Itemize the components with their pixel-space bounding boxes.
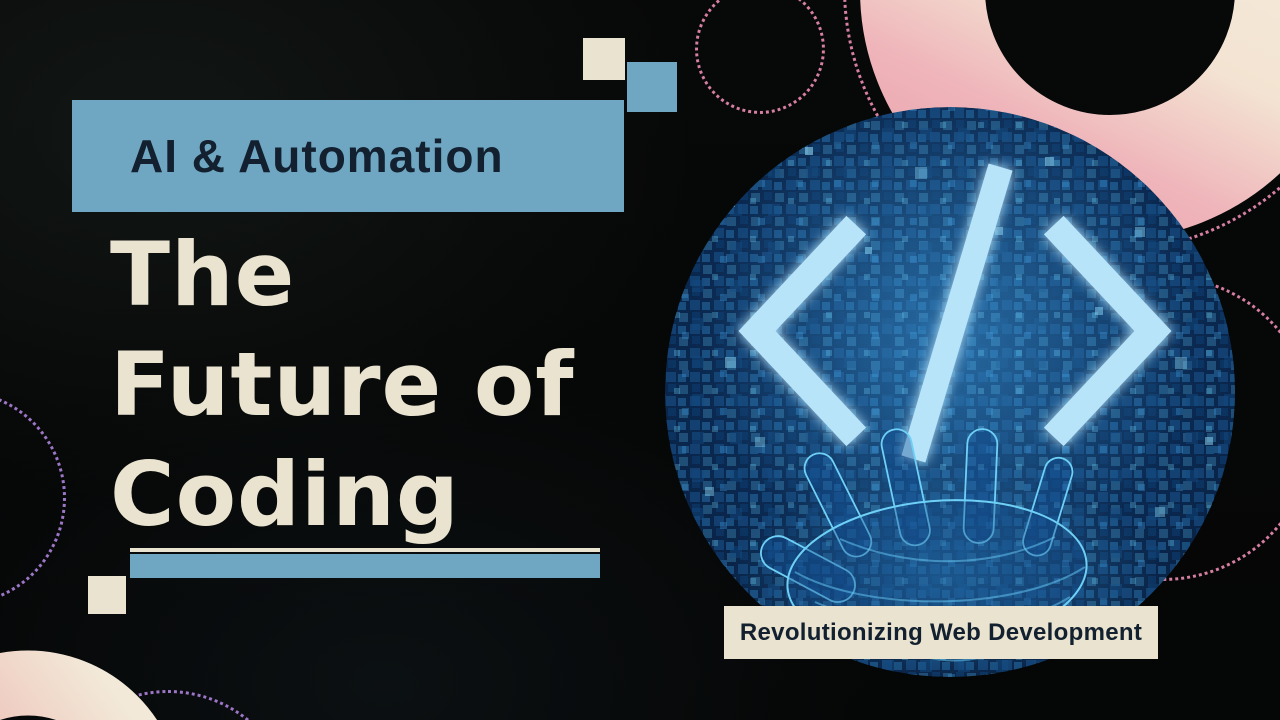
accent-square-cream-top xyxy=(583,38,625,80)
title-line-3: Coding xyxy=(110,443,460,546)
title-underline-accent xyxy=(130,548,600,552)
page-title: The Future of Coding xyxy=(110,220,575,550)
accent-square-cream-bottom xyxy=(88,576,126,614)
tagline-banner: Revolutionizing Web Development xyxy=(724,606,1158,659)
topic-badge: AI & Automation xyxy=(72,100,624,212)
dotted-circle-decoration xyxy=(695,0,825,114)
title-line-2: Future of xyxy=(110,333,575,436)
title-underline-bar xyxy=(130,554,600,578)
code-brackets-icon xyxy=(738,163,1172,463)
dotted-circle-decoration xyxy=(0,390,66,606)
quarter-ring-bottom-left xyxy=(0,650,157,720)
code-circle-illustration xyxy=(665,107,1235,677)
title-line-1: The xyxy=(110,223,296,326)
accent-square-teal-top xyxy=(627,62,677,112)
topic-badge-label: AI & Automation xyxy=(130,130,504,182)
tagline-label: Revolutionizing Web Development xyxy=(739,618,1143,646)
